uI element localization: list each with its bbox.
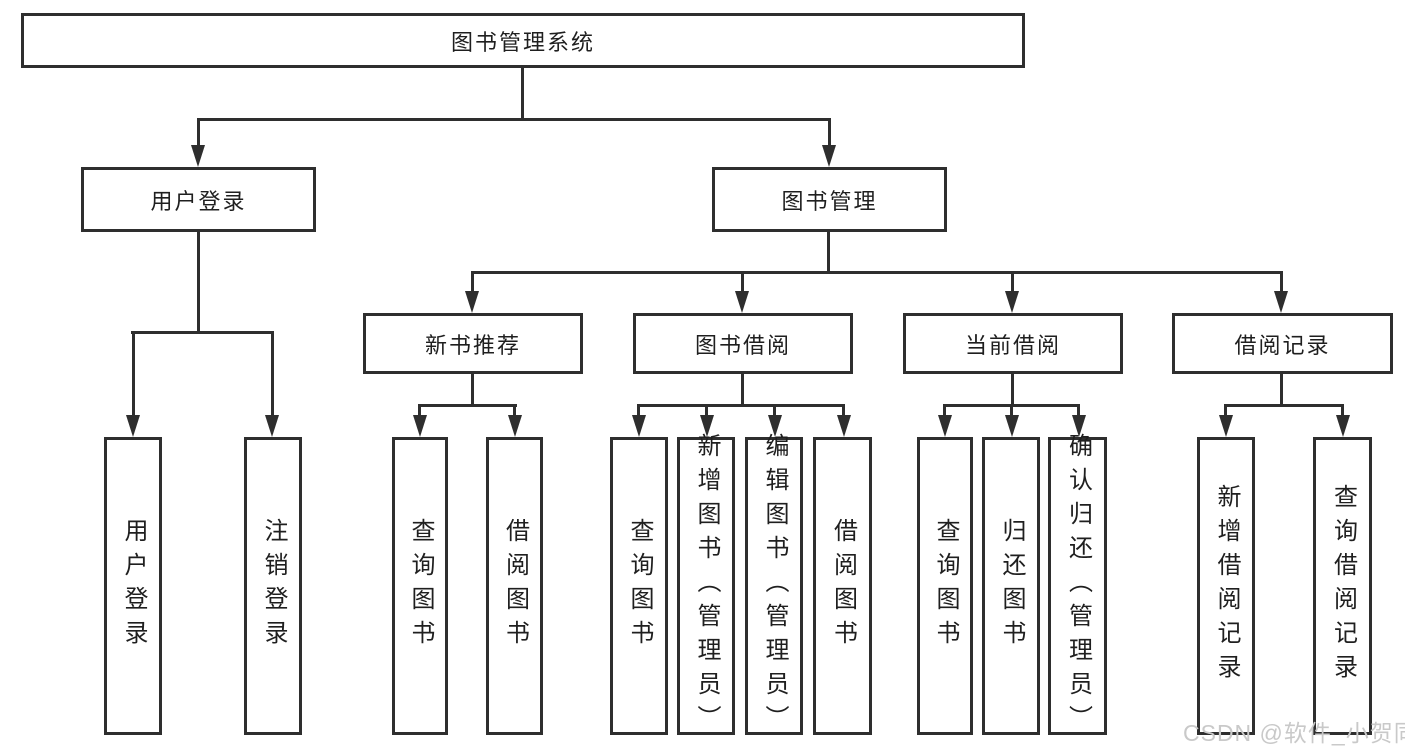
leaf-bb-add-books-admin: 新增图书（管理员） [677,433,735,739]
leaf-bb-add-books-admin-label: 新增图书（管理员） [693,433,720,739]
connector-drop-bb-edit [773,404,776,418]
connector-drop-rec-add [1224,404,1227,418]
leaf-user-login: 用户登录 [104,437,162,735]
arrow-to-leaf-login [126,415,140,437]
connector-drop-borrow [741,271,744,295]
arrow-to-new-book [465,291,479,313]
connector-drop-bb-add [705,404,708,418]
csdn-watermark: CSDN @软件_小贺同学 [1183,720,1405,746]
leaf-logout: 注销登录 [244,437,302,735]
node-book-mgmt-label: 图书管理 [781,188,878,214]
leaf-bb-edit-books-admin-label: 编辑图书（管理员） [761,433,788,739]
leaf-nb-query-books-label: 查询图书 [407,518,434,654]
arrow-to-leaf-logout [265,415,279,437]
connector-drop-nb-query [418,404,421,418]
node-borrow-records-label: 借阅记录 [1234,332,1331,358]
leaf-cb-return-books-label: 归还图书 [998,518,1025,654]
leaf-logout-label: 注销登录 [260,518,287,654]
leaf-bb-query-books: 查询图书 [610,437,668,735]
leaf-cb-confirm-return-admin: 确认归还（管理员） [1048,433,1107,739]
connector-drop-cb-confirm [1077,404,1080,418]
leaf-rec-add-record: 新增借阅记录 [1197,437,1255,735]
connector-user-login-stem [197,230,200,334]
connector-new-book-rail [418,404,517,407]
connector-level3-rail [471,271,1283,274]
node-current-borrow: 当前借阅 [903,313,1123,374]
connector-records-rail [1224,404,1344,407]
arrow-to-nb-borrow [508,415,522,437]
connector-user-login-rail [131,331,274,334]
leaf-bb-query-books-label: 查询图书 [626,518,653,654]
leaf-cb-query-books: 查询图书 [917,437,973,735]
node-book-borrow-label: 图书借阅 [694,332,791,358]
arrow-to-book-mgmt [822,145,836,167]
connector-level1-rail [197,118,831,121]
connector-drop-leaf-logout [271,331,274,417]
arrow-to-bb-add [700,415,714,437]
connector-drop-records [1280,271,1283,295]
connector-book-mgmt-stem [827,230,830,274]
arrow-to-borrow [735,291,749,313]
connector-drop-bb-borrow [842,404,845,418]
leaf-bb-edit-books-admin: 编辑图书（管理员） [745,433,803,739]
leaf-cb-query-books-label: 查询图书 [932,518,959,654]
arrow-to-bb-query [632,415,646,437]
node-new-book-rec: 新书推荐 [363,313,583,374]
connector-drop-leaf-login [132,331,135,417]
leaf-rec-query-record-label: 查询借阅记录 [1329,484,1357,688]
connector-borrow-rail [637,404,845,407]
connector-drop-cb-return [1010,404,1013,418]
arrow-to-records [1274,291,1288,313]
connector-borrow-stem [741,372,744,407]
node-new-book-rec-label: 新书推荐 [424,332,521,358]
arrow-to-cb-confirm [1072,415,1086,437]
connector-drop-user-login [197,118,200,148]
connector-drop-current [1011,271,1014,295]
leaf-cb-confirm-return-admin-label: 确认归还（管理员） [1064,433,1092,739]
leaf-nb-query-books: 查询图书 [392,437,448,735]
node-user-login-label: 用户登录 [150,188,247,214]
arrow-to-nb-query [413,415,427,437]
leaf-rec-query-record: 查询借阅记录 [1313,437,1372,735]
leaf-bb-borrow-books: 借阅图书 [813,437,872,735]
node-root-label: 图书管理系统 [450,29,595,55]
arrow-to-bb-borrow [837,415,851,437]
connector-drop-book-mgmt [828,118,831,148]
connector-drop-bb-query [637,404,640,418]
leaf-user-login-label: 用户登录 [120,518,147,654]
leaf-nb-borrow-books-label: 借阅图书 [501,518,529,654]
connector-drop-nb-borrow [513,404,516,418]
arrow-to-current [1005,291,1019,313]
connector-new-book-stem [471,372,474,407]
arrow-to-cb-return [1005,415,1019,437]
arrow-to-user-login [191,145,205,167]
arrow-to-bb-edit [768,415,782,437]
connector-records-stem [1280,372,1283,407]
leaf-rec-add-record-label: 新增借阅记录 [1213,484,1240,688]
leaf-bb-borrow-books-label: 借阅图书 [829,518,857,654]
arrow-to-rec-query [1336,415,1350,437]
connector-drop-new-book [471,271,474,295]
connector-drop-cb-query [943,404,946,418]
connector-drop-rec-query [1341,404,1344,418]
connector-current-stem [1011,372,1014,407]
node-root-system: 图书管理系统 [21,13,1025,68]
arrow-to-rec-add [1219,415,1233,437]
node-borrow-records: 借阅记录 [1172,313,1393,374]
node-user-login: 用户登录 [81,167,316,232]
leaf-nb-borrow-books: 借阅图书 [486,437,543,735]
leaf-cb-return-books: 归还图书 [982,437,1040,735]
node-book-mgmt: 图书管理 [712,167,947,232]
node-book-borrow: 图书借阅 [633,313,853,374]
node-current-borrow-label: 当前借阅 [964,332,1061,358]
connector-root-stem [521,66,524,120]
arrow-to-cb-query [938,415,952,437]
